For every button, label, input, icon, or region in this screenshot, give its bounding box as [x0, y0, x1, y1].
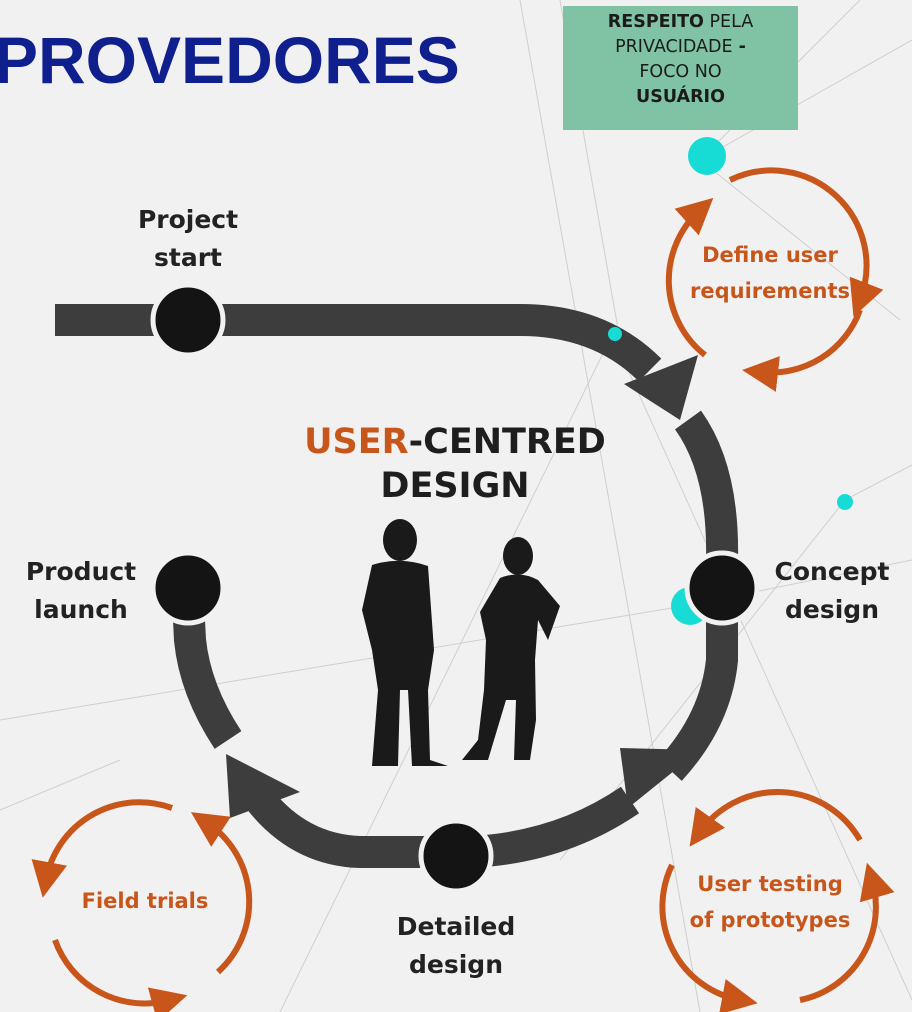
label-user-testing: User testing of prototypes: [689, 872, 851, 932]
note-line4-bold: USUÁRIO: [636, 87, 725, 107]
woman-silhouette: [462, 537, 560, 760]
node-detailed-design: [418, 818, 494, 894]
loop-testing: [659, 789, 895, 1012]
center-title: USER-CENTRED DESIGN: [240, 420, 670, 508]
people-silhouettes: [362, 519, 560, 766]
label-project-start: Project start: [137, 205, 239, 272]
accent-dot-2: [608, 327, 622, 341]
label-field-trials: Field trials: [81, 889, 209, 913]
center-title-highlight: USER: [304, 422, 409, 462]
flow-arrowhead-3: [226, 754, 300, 818]
node-product-launch: [150, 550, 226, 626]
privacy-note: RESPEITO PELA PRIVACIDADE - FOCO NO USUÁ…: [563, 6, 798, 130]
loop-field: [31, 799, 253, 1012]
label-detailed-design: Detailed design: [396, 912, 516, 979]
flow-segment-left: [172, 599, 242, 749]
flow-arrowhead-1: [624, 355, 698, 420]
flow-segment-start: [55, 304, 662, 382]
center-title-line2: DESIGN: [380, 466, 530, 506]
flow-arrowhead-2: [620, 748, 700, 808]
note-line3: FOCO NO: [639, 62, 722, 82]
center-title-rest: -CENTRED: [408, 422, 606, 462]
note-line1-bold: RESPEITO: [607, 12, 704, 32]
page-title: PROVEDORES: [0, 23, 460, 97]
accent-dot-1: [688, 137, 726, 175]
label-define-requirements: Define user requirements: [690, 243, 850, 303]
note-line2: PRIVACIDADE: [615, 37, 733, 57]
node-concept-design: [684, 550, 760, 626]
node-project-start: [150, 282, 226, 358]
label-concept-design: Concept design: [774, 557, 890, 624]
accent-dot-3: [837, 494, 853, 510]
man-silhouette: [362, 519, 448, 766]
label-product-launch: Product launch: [25, 557, 137, 624]
loop-define: [665, 167, 884, 392]
stage-nodes: [150, 282, 760, 894]
note-line2-dash: -: [732, 37, 746, 57]
note-line1-rest: PELA: [703, 12, 754, 32]
